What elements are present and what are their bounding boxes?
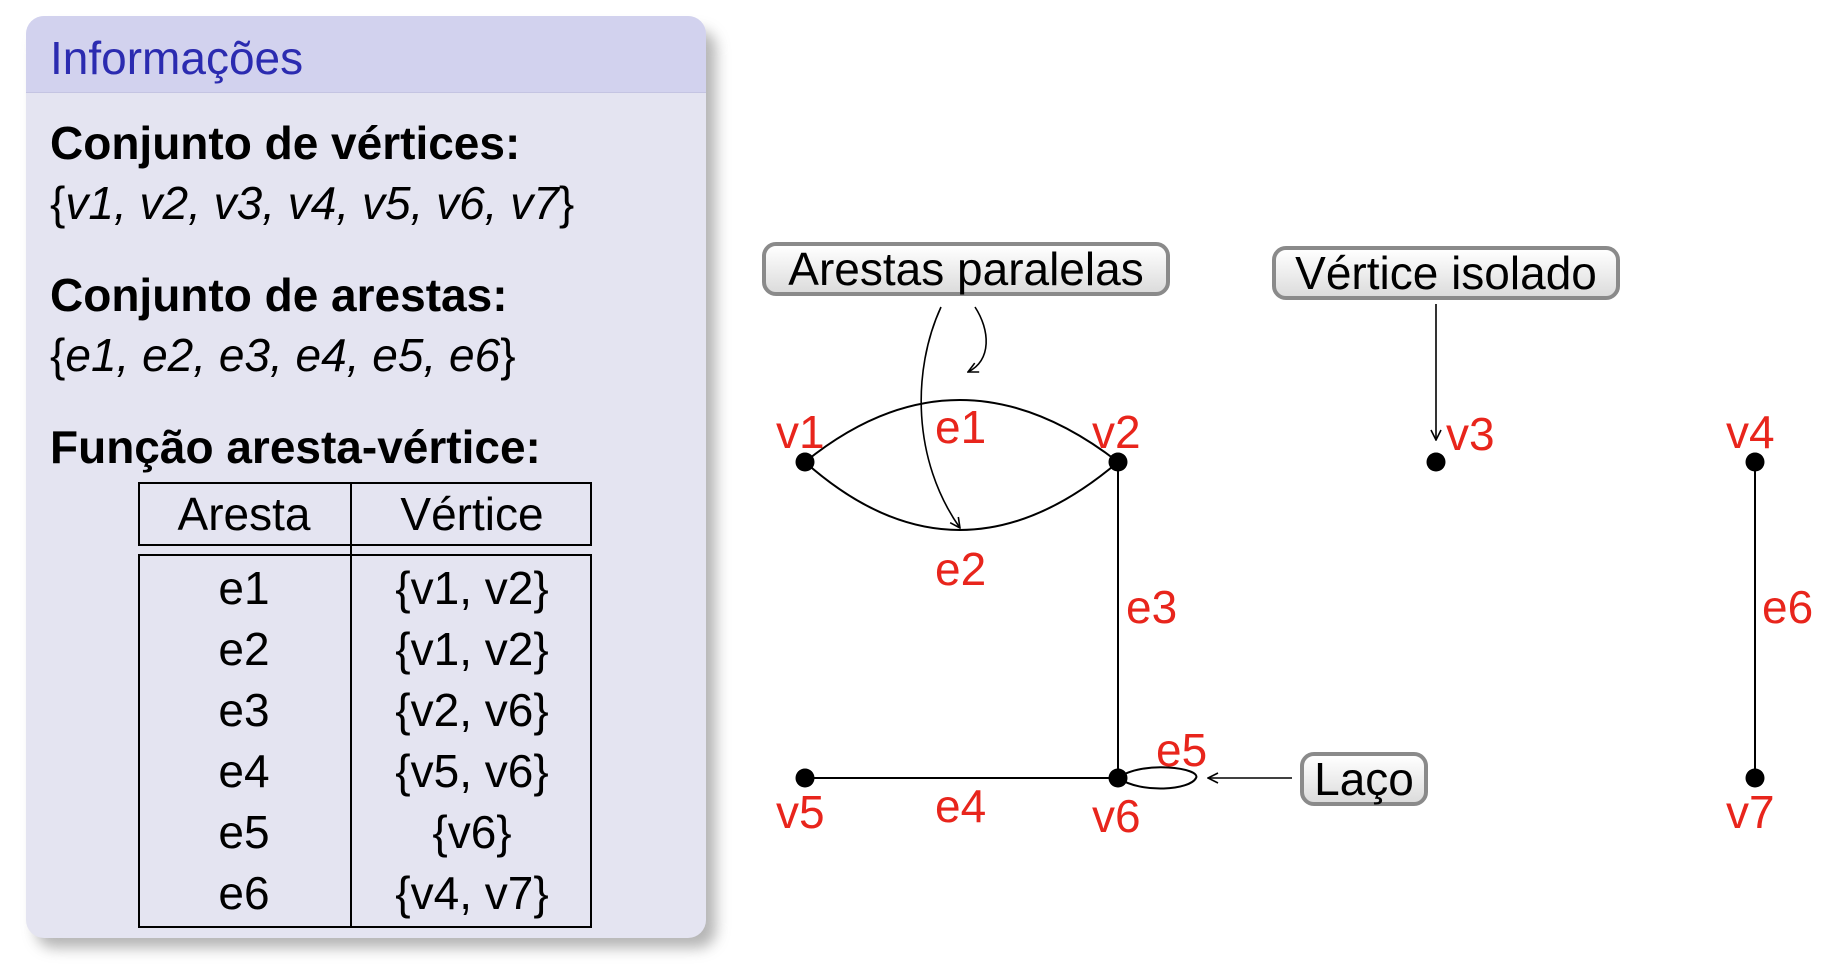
vertex-v5 [795, 768, 815, 788]
callout-loop: Laço [1300, 752, 1428, 806]
edge-vertex-table: Aresta Vértice e1 {v1, v2} e2 {v1, v2} e… [138, 482, 592, 938]
edge-set-open: { [50, 329, 66, 381]
vertex-v2 [1108, 452, 1128, 472]
edge-set-close: } [500, 329, 516, 381]
table-cell-vertex: {v6} [432, 806, 512, 858]
table-cell-vertex: {v2, v6} [395, 684, 549, 736]
vertex-set-open: { [50, 177, 66, 229]
callout-arrow-parallel-e1 [968, 306, 987, 372]
table-cell-edge: e2 [218, 623, 270, 675]
table-column-divider [350, 482, 352, 926]
vertex-v6 [1108, 768, 1128, 788]
vertex-v1 [795, 452, 815, 472]
edge-set-items: e1, e2, e3, e4, e5, e6 [65, 329, 501, 381]
table-header-frame [138, 482, 592, 546]
edge-label-e5: e5 [1156, 724, 1207, 776]
edge-label-e2: e2 [935, 543, 986, 595]
vertex-label-v1: v1 [776, 406, 825, 458]
info-block: Informações Conjunto de vértices: {v1, v… [26, 16, 706, 938]
vertex-label-v3: v3 [1446, 408, 1495, 460]
edge-set: {e1, e2, e3, e4, e5, e6} [50, 328, 516, 382]
vertex-v3 [1426, 452, 1446, 472]
table-header-edge: Aresta [177, 488, 311, 540]
edge-label-e4: e4 [935, 780, 986, 832]
table-cell-vertex: {v1, v2} [395, 562, 549, 614]
edge-label-e6: e6 [1762, 581, 1813, 633]
vertex-label-v7: v7 [1726, 786, 1775, 838]
vertex-v7 [1745, 768, 1765, 788]
edge-e2 [804, 461, 1119, 531]
vertex-label-v6: v6 [1092, 790, 1141, 842]
vertex-v4 [1745, 452, 1765, 472]
info-block-title: Informações [50, 32, 304, 84]
vertex-label-v4: v4 [1726, 406, 1775, 458]
edge-label-e1: e1 [935, 401, 986, 453]
callout-parallel-edges: Arestas paralelas [762, 242, 1170, 296]
vertex-label-v5: v5 [776, 786, 825, 838]
table-body-frame [138, 554, 592, 928]
vertex-set: {v1, v2, v3, v4, v5, v6, v7} [50, 176, 574, 230]
table-cell-vertex: {v4, v7} [395, 867, 549, 919]
vertex-label-v2: v2 [1092, 406, 1141, 458]
vertex-set-heading: Conjunto de vértices: [50, 117, 521, 169]
info-block-header [26, 16, 706, 93]
table-cell-edge: e1 [218, 562, 270, 614]
vertex-labels: v1 v2 v3 v4 v5 v6 v7 [776, 406, 1775, 842]
table-cell-vertex: {v5, v6} [395, 745, 549, 797]
vertex-set-items: v1, v2, v3, v4, v5, v6, v7 [65, 177, 559, 229]
edge-labels: e1 e2 e3 e4 e5 e6 [935, 401, 1813, 832]
callout-isolated-vertex: Vértice isolado [1272, 246, 1620, 300]
table-cell-edge: e4 [218, 745, 270, 797]
table-cell-edge: e3 [218, 684, 270, 736]
edge-set-heading: Conjunto de arestas: [50, 269, 508, 321]
vertex-set-close: } [558, 177, 575, 229]
table-cell-vertex: {v1, v2} [395, 623, 549, 675]
edge-e5-loop [1116, 766, 1198, 790]
table-cell-edge: e6 [218, 867, 270, 919]
edge-e1 [804, 399, 1119, 463]
edge-label-e3: e3 [1126, 581, 1177, 633]
callout-arrow-parallel-e2 [920, 306, 960, 528]
function-heading: Função aresta-vértice: [50, 421, 541, 473]
table-header-vertex: Vértice [400, 488, 544, 540]
table-cell-edge: e5 [218, 806, 270, 858]
